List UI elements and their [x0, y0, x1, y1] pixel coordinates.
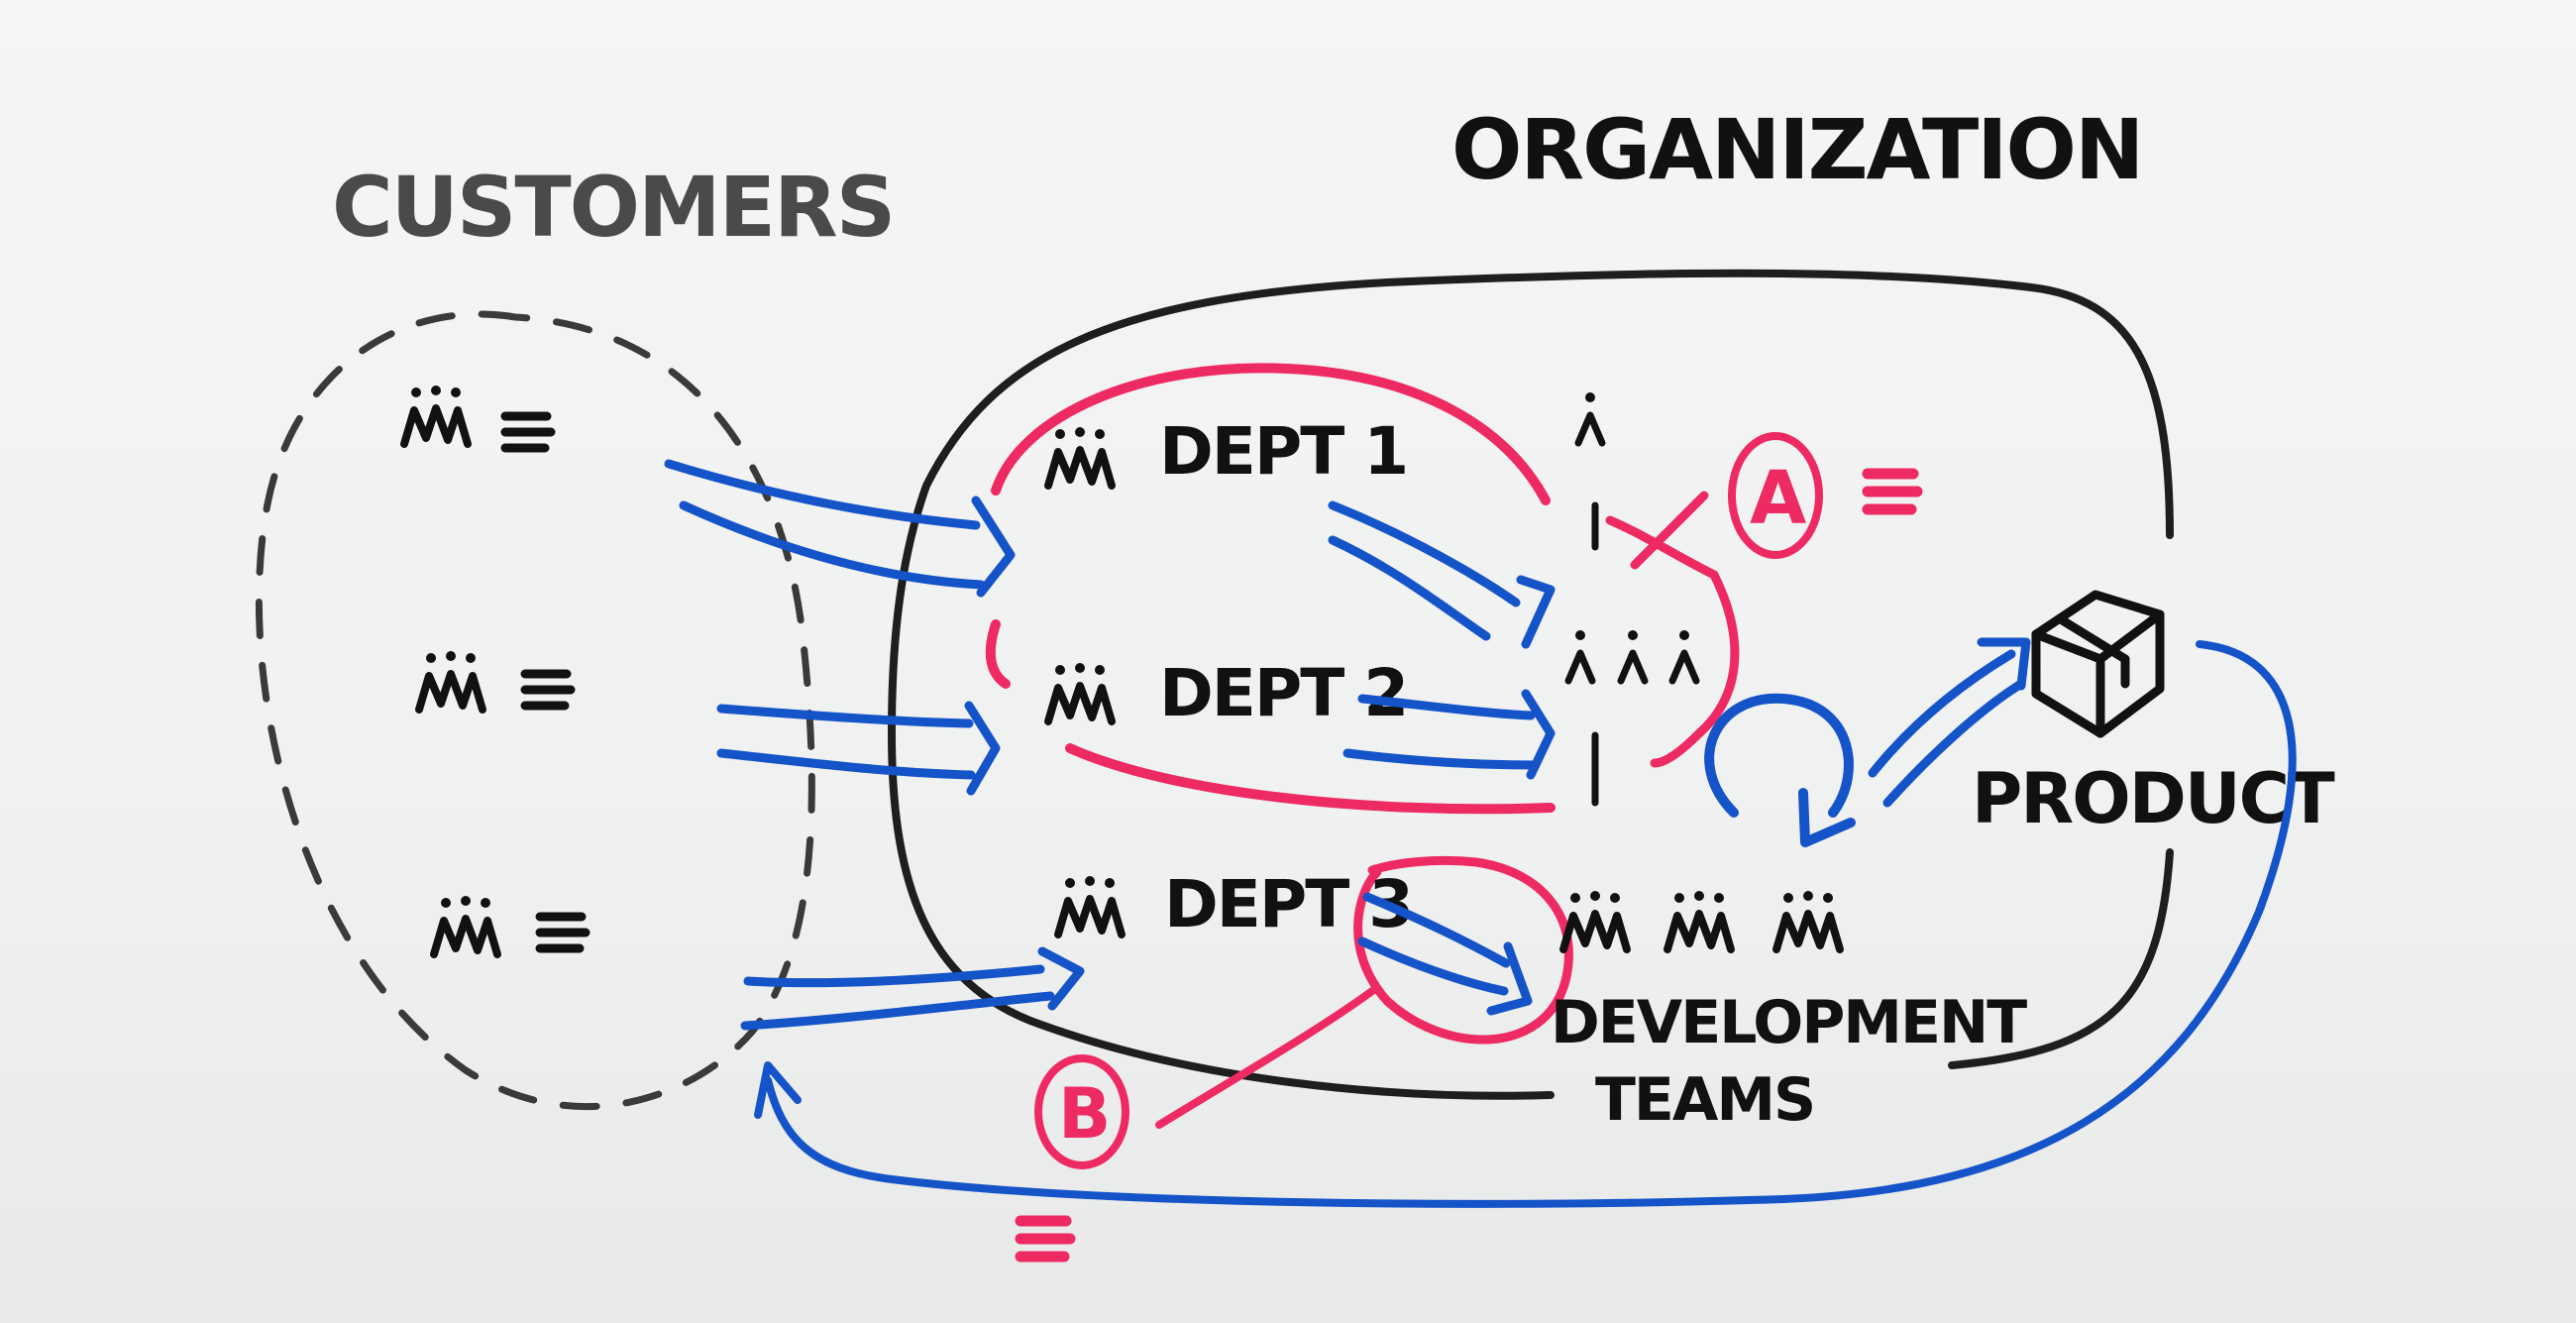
product-label: PRODUCT: [1972, 758, 2335, 839]
dept-1: DEPT 1: [1048, 413, 1409, 490]
customers-title: CUSTOMERS: [332, 159, 894, 256]
pink-loop-a: [1605, 491, 1740, 768]
arrow-customer3-dept3: [740, 946, 1085, 1031]
dev-teams-label-line2: TEAMS: [1595, 1065, 1814, 1135]
customer-2: [419, 651, 571, 710]
customer-1: [404, 386, 551, 448]
arrow-dept3-teams: [1357, 892, 1533, 1016]
pink-connector-b: [1155, 987, 1376, 1129]
dept-3-label: DEPT 3: [1164, 866, 1412, 942]
marker-a: A: [1728, 432, 1917, 559]
feedback-cycle-arrow: [1704, 693, 1856, 847]
dept-1-label: DEPT 1: [1159, 413, 1407, 490]
marker-b: B: [1020, 1054, 1129, 1257]
team-lead-top: [1578, 392, 1602, 551]
arrow-customer1-dept1: [664, 459, 1016, 598]
customer-3: [434, 896, 586, 954]
organization-title: ORGANIZATION: [1451, 101, 2142, 198]
arrow-customer2-dept2: [716, 701, 1001, 796]
arrow-dept2-teams: [1342, 689, 1556, 780]
arrow-dept1-teams: [1328, 500, 1556, 649]
feedback-loop-product-customers: [754, 640, 2297, 1208]
dev-team-people: [1563, 891, 1840, 949]
dept-2-label: DEPT 2: [1159, 655, 1407, 731]
team-middle-row: [1568, 630, 1696, 807]
product-box-icon: [2031, 590, 2165, 738]
organization-boundary: [887, 269, 2174, 1100]
marker-a-letter: A: [1750, 456, 1806, 541]
dev-teams-label-line1: DEVELOPMENT: [1551, 988, 2027, 1057]
pink-loop-depts-1-2: [985, 363, 1556, 815]
arrow-teams-product: [1868, 637, 2031, 808]
marker-b-letter: B: [1058, 1073, 1111, 1155]
dept-3: DEPT 3: [1058, 866, 1414, 942]
pink-loop-b: [1353, 855, 1573, 1045]
dept-2: DEPT 2: [1048, 655, 1409, 731]
